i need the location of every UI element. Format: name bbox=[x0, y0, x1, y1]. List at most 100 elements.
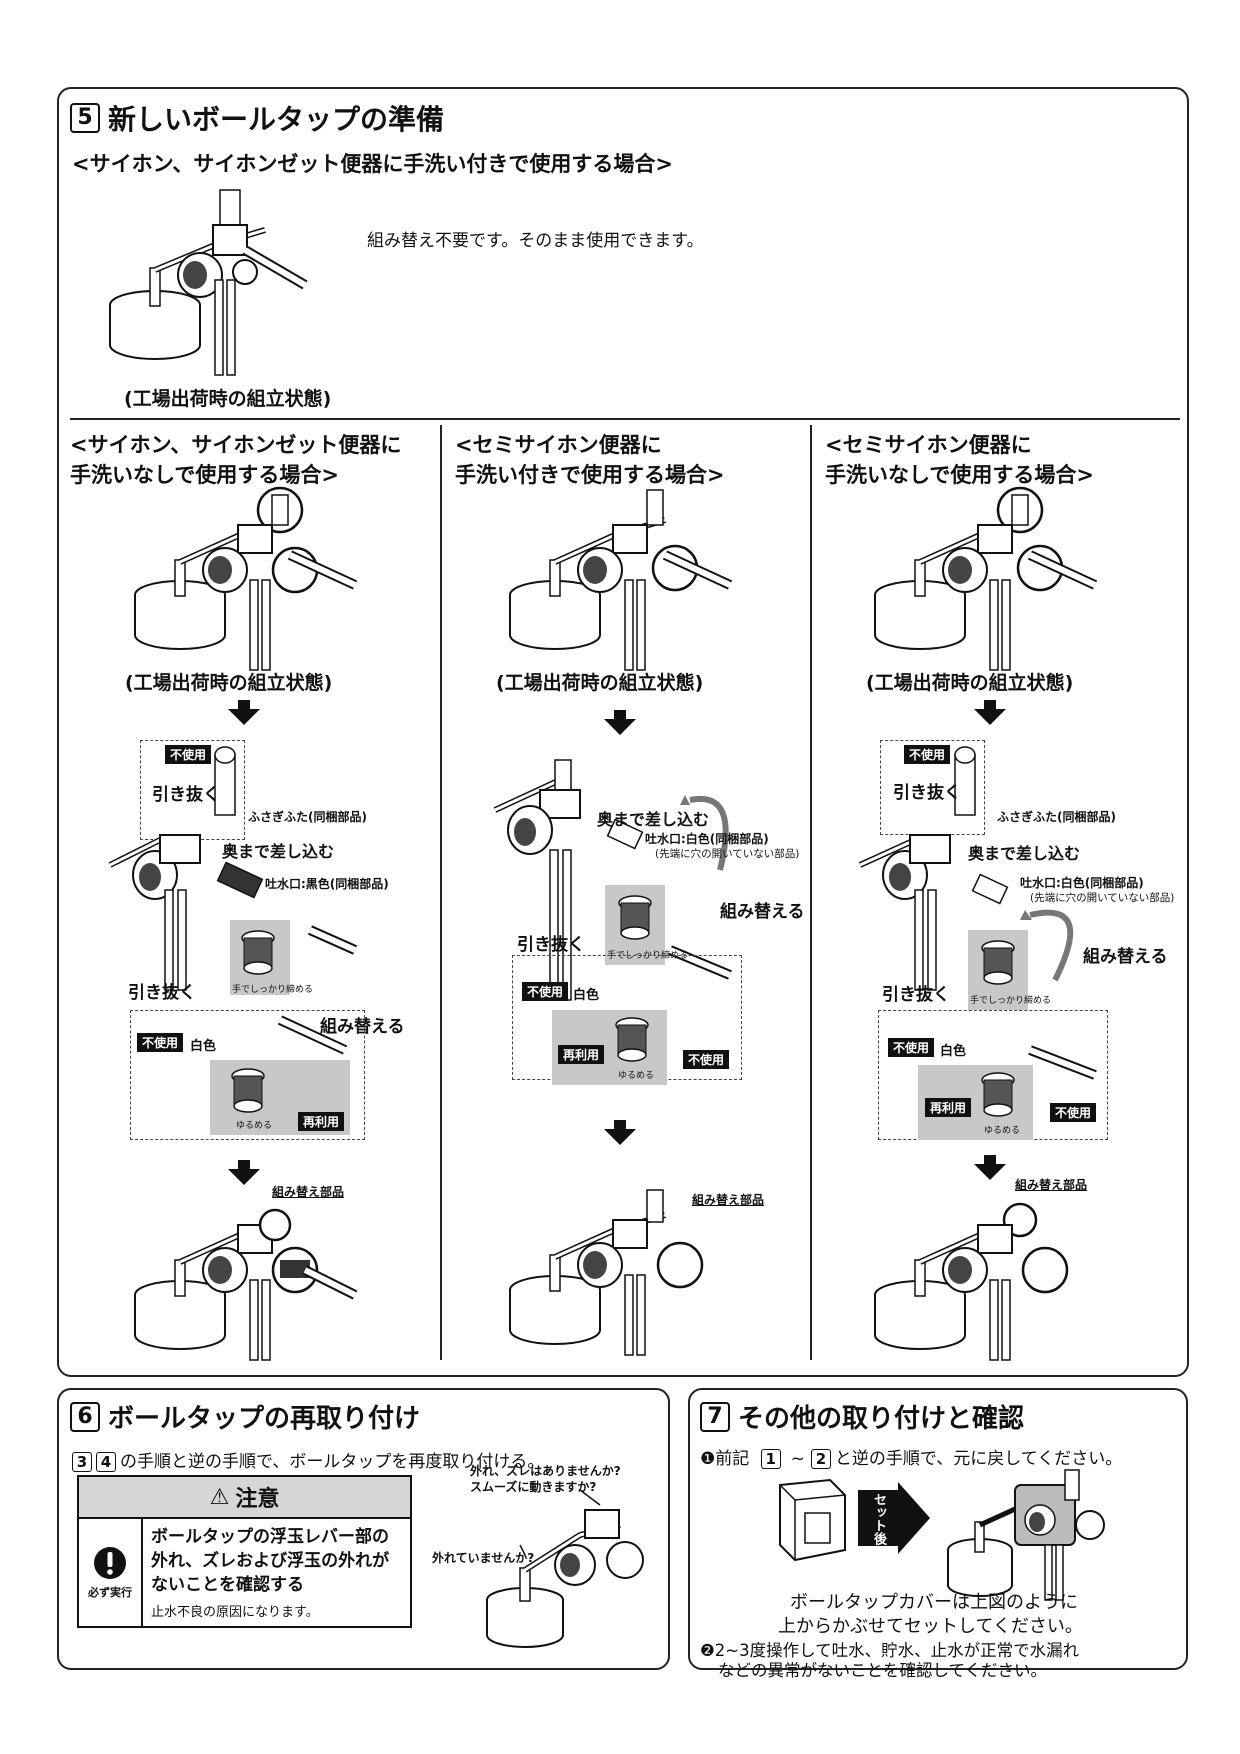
col2-tighten-text: 手でしっかり締める bbox=[607, 951, 689, 961]
factory-caption-top: (工場出荷時の組立状態) bbox=[124, 388, 332, 410]
col3-pull-out: 引き抜く bbox=[893, 783, 961, 803]
col1-white: 白色 bbox=[190, 1039, 217, 1054]
set-after-arrow: セット後 bbox=[858, 1482, 930, 1554]
ball-tap-illustration-top bbox=[109, 189, 308, 376]
cover-illustration bbox=[779, 1478, 846, 1562]
col2-down-arrow-2 bbox=[604, 1129, 636, 1145]
col2-parts-label: 組み替え部品 bbox=[692, 1193, 765, 1207]
col1-ball-tap-disassembled bbox=[108, 834, 358, 1055]
col1-spout-label: 吐水口:黒色(同梱部品) bbox=[265, 877, 389, 891]
section-6-title: 6 ボールタップの再取り付け bbox=[70, 1398, 420, 1435]
col1-push-in: 奥まで差し込む bbox=[222, 842, 335, 861]
arrow-head bbox=[898, 1482, 930, 1554]
col2-spout-note: (先端に穴の開いていない部品) bbox=[655, 848, 800, 860]
col3-down-arrow-1 bbox=[974, 709, 1006, 725]
warning-triangle-icon: ⚠ bbox=[209, 1484, 230, 1510]
set-after-label: セット後 bbox=[871, 1493, 886, 1545]
col1-heading: <サイホン、サイホンゼット便器に 手洗いなしで使用する場合> bbox=[70, 433, 402, 487]
col3-valve-part bbox=[954, 746, 976, 816]
col1-nut-icon-1 bbox=[241, 930, 275, 975]
col2-push-in: 奥まで差し込む bbox=[597, 810, 710, 829]
col3-tag-unused-2: 不使用 bbox=[888, 1038, 935, 1057]
col1-factory-caption: (工場出荷時の組立状態) bbox=[125, 672, 333, 694]
col1-cap-label: ふさぎふた(同梱部品) bbox=[248, 810, 367, 824]
top-note: 組み替え不要です。そのまま使用できます。 bbox=[367, 231, 704, 251]
column-divider-2 bbox=[810, 425, 812, 1360]
col2-pull-out: 引き抜く bbox=[517, 935, 585, 955]
col3-down-arrow-2 bbox=[974, 1164, 1006, 1180]
col1-ball-tap-result bbox=[134, 1208, 358, 1361]
col2-tag-unused: 不使用 bbox=[522, 982, 569, 1001]
col1-tag-reuse: 再利用 bbox=[298, 1112, 345, 1131]
col2-nut-icon-2 bbox=[615, 1017, 649, 1062]
col3-ball-tap-factory bbox=[874, 486, 1098, 671]
exclamation-icon bbox=[94, 1546, 126, 1579]
col1-nut-icon-2 bbox=[231, 1068, 265, 1113]
section-6-instruction-text: の手順と逆の手順で、ボールタップを再度取り付ける。 bbox=[120, 1452, 545, 1472]
caution-body: 必ず実行 ボールタップの浮玉レバー部の外れ、ズレおよび浮玉の外れがないことを確認… bbox=[79, 1519, 410, 1626]
caution-sub-text: 止水不良の原因になります。 bbox=[151, 1605, 319, 1620]
col3-tag-reuse: 再利用 bbox=[925, 1098, 972, 1117]
col3-cap-label: ふさぎふた(同梱部品) bbox=[997, 810, 1116, 824]
col1-down-arrow-2 bbox=[228, 1169, 260, 1185]
col2-down-arrow-stem-1 bbox=[614, 710, 626, 719]
caution-box: ⚠ 注意 必ず実行 ボールタップの浮玉レバー部の外れ、ズレおよび浮玉の外れがない… bbox=[77, 1475, 412, 1628]
col1-tag-unused-2: 不使用 bbox=[137, 1033, 184, 1052]
section-5-title: 5 新しいボールタップの準備 bbox=[70, 98, 444, 138]
case-top-heading: <サイホン、サイホンゼット便器に手洗い付きで使用する場合> bbox=[72, 152, 673, 176]
cover-note-line-2: 上からかぶせてセットしてください。 bbox=[778, 1616, 1083, 1637]
cover-note-line-1: ボールタップカバーは上図のように bbox=[790, 1592, 1078, 1613]
section-6-panel bbox=[57, 1388, 670, 1670]
section-7-panel bbox=[688, 1388, 1188, 1670]
col2-ball-tap-result bbox=[509, 1189, 704, 1356]
col1-down-arrow-stem-1 bbox=[238, 700, 250, 709]
step-ref-1: 1 bbox=[760, 1449, 781, 1469]
col3-tag-unused: 不使用 bbox=[904, 745, 951, 764]
col2-spout-label: 吐水口:白色(同梱部品) bbox=[645, 832, 769, 846]
col3-white: 白色 bbox=[940, 1044, 967, 1059]
item1-prefix: ❶前記 bbox=[700, 1449, 750, 1469]
step-ref-3: 3 bbox=[72, 1452, 92, 1472]
col3-nut-icon-2 bbox=[981, 1072, 1015, 1117]
col3-down-arrow-stem-1 bbox=[984, 700, 996, 709]
col2-factory-caption: (工場出荷時の組立状態) bbox=[496, 672, 704, 694]
step-ref-4: 4 bbox=[96, 1452, 116, 1472]
question-displacement: 外れ、ズレはありませんか? bbox=[470, 1464, 621, 1478]
must-do-label: 必ず実行 bbox=[88, 1585, 132, 1599]
col3-tighten-text: 手でしっかり締める bbox=[970, 996, 1052, 1006]
section-5-number: 5 bbox=[70, 103, 100, 133]
section-7-number: 7 bbox=[700, 1401, 730, 1432]
col1-pull-out-2: 引き抜く bbox=[128, 983, 196, 1003]
section-5-title-text: 新しいボールタップの準備 bbox=[108, 103, 445, 136]
ball-tap-with-cover-illustration bbox=[947, 1469, 1105, 1601]
col1-ball-tap-factory bbox=[134, 486, 358, 671]
caution-main-text: ボールタップの浮玉レバー部の外れ、ズレおよび浮玉の外れがないことを確認する bbox=[151, 1527, 390, 1595]
col2-down-arrow-1 bbox=[604, 719, 636, 735]
caution-header: ⚠ 注意 bbox=[79, 1477, 410, 1519]
col1-tighten-text: 手でしっかり締める bbox=[232, 985, 314, 995]
arrow-body bbox=[858, 1490, 898, 1546]
col3-pull-out-2: 引き抜く bbox=[882, 985, 950, 1005]
col2-reassemble: 組み替える bbox=[720, 902, 805, 922]
section-7-item-2-line-1: ❷2~3度操作して吐水、貯水、止水が正常で水漏れ bbox=[700, 1641, 1080, 1660]
col3-ball-tap-disassembled bbox=[858, 834, 1097, 1080]
question-smooth: スムーズに動きますか? bbox=[470, 1480, 597, 1494]
col1-parts-label: 組み替え部品 bbox=[272, 1185, 345, 1199]
step-ref-2: 2 bbox=[810, 1449, 831, 1469]
col3-parts-label: 組み替え部品 bbox=[1015, 1178, 1088, 1192]
col3-ball-tap-result bbox=[874, 1202, 1069, 1361]
col1-down-arrow-1 bbox=[228, 709, 260, 725]
section-6-ball-tap-illustration bbox=[486, 1489, 644, 1648]
col1-pull-out: 引き抜く bbox=[152, 785, 220, 805]
section-7-item-2-line-2: などの異常がないことを確認してください。 bbox=[718, 1661, 1048, 1680]
section-6-title-text: ボールタップの再取り付け bbox=[108, 1404, 421, 1434]
col3-factory-caption: (工場出荷時の組立状態) bbox=[866, 672, 1074, 694]
col3-push-in: 奥まで差し込む bbox=[968, 844, 1081, 863]
col1-reassemble: 組み替える bbox=[320, 1017, 405, 1037]
col3-spout-label: 吐水口:白色(同梱部品) bbox=[1020, 876, 1144, 890]
col1-tag-unused: 不使用 bbox=[165, 745, 212, 764]
caution-left: 必ず実行 bbox=[79, 1519, 143, 1626]
col2-down-arrow-stem-2 bbox=[614, 1120, 626, 1129]
